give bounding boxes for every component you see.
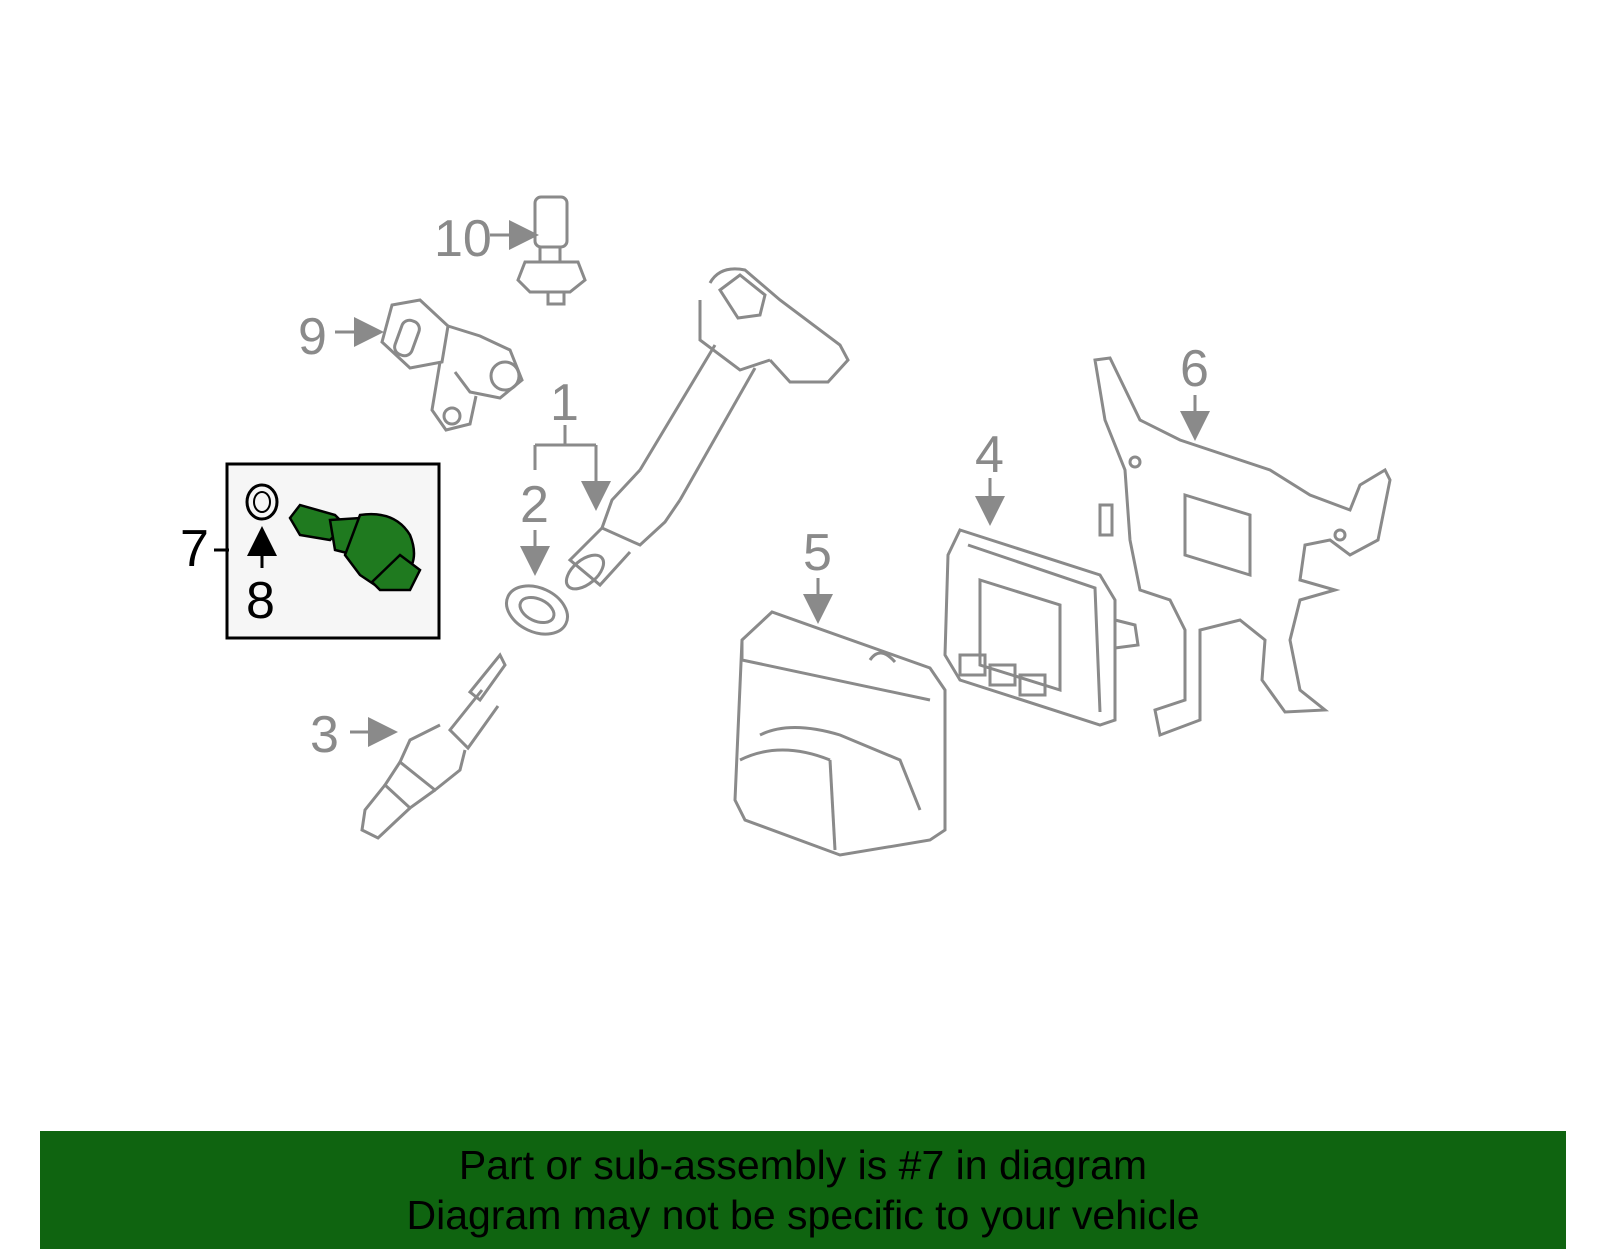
- banner-line-part: Part or sub-assembly is #7 in diagram: [458, 1142, 1148, 1188]
- part-1-ignition-coil: [564, 267, 850, 591]
- callout-10: 10: [434, 210, 492, 268]
- part-8-o-ring: [245, 483, 279, 521]
- part-5-ecu-cover: [733, 610, 947, 857]
- part-3-spark-plug: [360, 652, 507, 840]
- callout-9: 9: [298, 308, 327, 366]
- callout-8: 8: [246, 572, 275, 630]
- leader-lines: [214, 220, 1210, 747]
- callout-3: 3: [310, 706, 339, 764]
- part-6-bracket: [1093, 356, 1392, 738]
- info-banner: Part or sub-assembly is #7 in diagram Di…: [40, 1131, 1566, 1249]
- part-4-ecu-module: [943, 528, 1140, 727]
- part-7-sensor-highlighted: [288, 503, 422, 592]
- part-9-sensor: [380, 298, 524, 432]
- callout-5: 5: [803, 524, 832, 582]
- banner-line-disclaimer: Diagram may not be specific to your vehi…: [406, 1192, 1200, 1238]
- callout-labels: 10 9 1 2 3 5 4 6 7 8: [180, 210, 1209, 764]
- part-10-sensor: [516, 195, 587, 306]
- callout-6: 6: [1180, 340, 1209, 398]
- callout-1: 1: [550, 374, 579, 432]
- callout-7: 7: [180, 520, 209, 578]
- callout-4: 4: [975, 426, 1004, 484]
- part-2-seal: [505, 584, 569, 636]
- callout-2: 2: [520, 476, 549, 534]
